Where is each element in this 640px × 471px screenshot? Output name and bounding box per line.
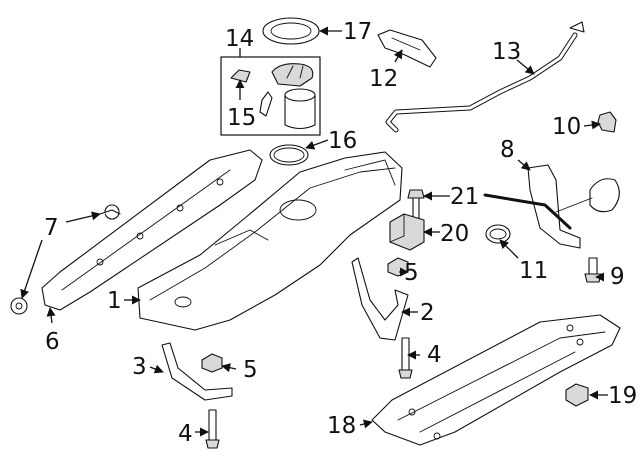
callout-5-lower: 5 bbox=[243, 357, 258, 383]
bolt-4-right bbox=[398, 337, 413, 379]
bolt-21 bbox=[407, 189, 425, 219]
grommet-small bbox=[10, 297, 28, 315]
callout-7: 7 bbox=[44, 215, 59, 241]
callout-15: 15 bbox=[227, 105, 256, 131]
callout-10: 10 bbox=[552, 114, 581, 140]
heat-shield-bracket bbox=[377, 29, 437, 68]
callout-20: 20 bbox=[440, 221, 469, 247]
filler-hose-clamp bbox=[485, 224, 511, 244]
tank-strap-left bbox=[161, 342, 233, 401]
callout-19: 19 bbox=[608, 383, 637, 409]
callout-2: 2 bbox=[420, 300, 435, 326]
callout-3: 3 bbox=[132, 354, 147, 380]
fuel-pump-gasket bbox=[269, 144, 309, 166]
grommet bbox=[99, 204, 121, 220]
callout-11: 11 bbox=[519, 258, 548, 284]
callout-21: 21 bbox=[450, 184, 479, 210]
filler-pipe bbox=[483, 164, 620, 249]
fuel-tank bbox=[137, 151, 403, 331]
callout-1: 1 bbox=[107, 288, 122, 314]
callout-14: 14 bbox=[225, 26, 254, 52]
callout-9: 9 bbox=[610, 264, 625, 290]
callout-6: 6 bbox=[45, 329, 60, 355]
bolt-4-left bbox=[205, 409, 220, 449]
nut-19 bbox=[565, 383, 589, 407]
callout-5-upper: 5 bbox=[404, 260, 419, 286]
callout-4-right: 4 bbox=[427, 342, 442, 368]
callout-12: 12 bbox=[369, 66, 398, 92]
callout-17: 17 bbox=[343, 19, 372, 45]
nut-lower bbox=[201, 353, 223, 373]
vent-clip bbox=[597, 111, 617, 133]
callout-4-left: 4 bbox=[178, 421, 193, 447]
leader-lines bbox=[20, 26, 608, 437]
lock-ring bbox=[262, 17, 320, 45]
fuel-pump-kit-box bbox=[220, 48, 321, 136]
bolt-9 bbox=[584, 257, 602, 283]
callout-16: 16 bbox=[328, 128, 357, 154]
callout-8: 8 bbox=[500, 137, 515, 163]
fuel-pump-module bbox=[259, 63, 316, 130]
tank-strap-right bbox=[351, 257, 409, 341]
callout-18: 18 bbox=[327, 413, 356, 439]
vent-tube bbox=[385, 21, 585, 133]
callout-13: 13 bbox=[492, 39, 521, 65]
skid-plate bbox=[371, 314, 621, 446]
fuel-tank-valve bbox=[389, 213, 425, 251]
callout-labels: 1 2 3 4 4 5 5 6 7 8 9 10 11 12 13 14 15 … bbox=[44, 19, 637, 447]
